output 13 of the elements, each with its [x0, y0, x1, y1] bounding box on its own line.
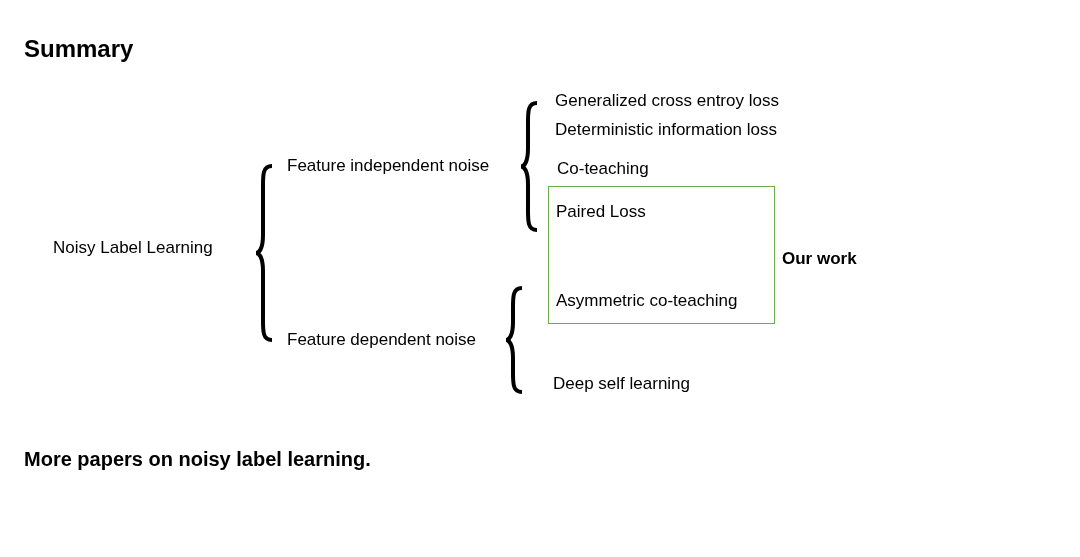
title: Summary	[24, 34, 134, 64]
highlight-box	[548, 186, 775, 324]
branch-label: Paired Loss	[556, 201, 646, 223]
note-heading: More papers on noisy label learning.	[24, 448, 371, 470]
branch-label: Co-teaching	[557, 158, 649, 180]
branch-label: Feature independent noise	[287, 155, 490, 177]
branch-label: Noisy Label Learning	[53, 237, 213, 259]
branch-label: Feature dependent noise	[287, 329, 477, 351]
branch-label: Generalized cross entroy loss	[555, 90, 779, 112]
branch-label: Deep self learning	[553, 373, 691, 395]
branch-label: Asymmetric co-teaching	[556, 290, 738, 312]
box-caption: Our work	[782, 248, 857, 270]
branch-label: Deterministic information loss	[555, 119, 777, 141]
